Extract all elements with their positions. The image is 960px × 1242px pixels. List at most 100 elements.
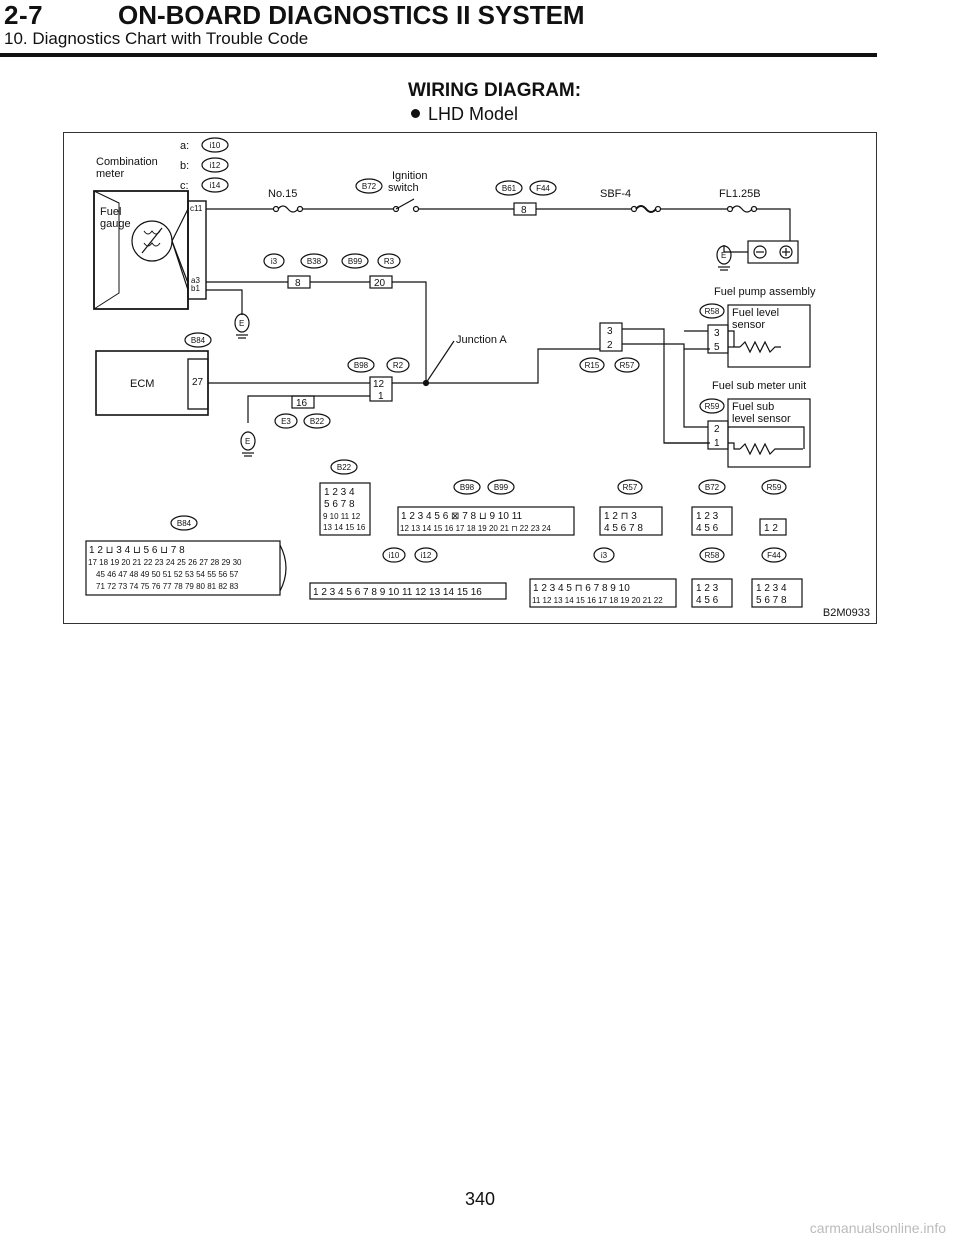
connector-block	[707, 324, 729, 354]
wire	[426, 348, 600, 384]
ground-badge	[234, 313, 250, 333]
pin-b1: b1	[191, 284, 200, 293]
fuse-terminal	[654, 205, 662, 213]
conn-r57: R57	[620, 361, 635, 370]
ground-badge	[716, 245, 732, 265]
grid-r59-row1: 1 2	[764, 523, 778, 534]
conn-r3: R3	[384, 257, 395, 266]
conn-badge	[699, 398, 725, 414]
ground-e-ecm: E	[245, 437, 250, 446]
conn-badge	[303, 413, 331, 429]
pin-5-r58: 5	[714, 342, 720, 353]
conn-r2: R2	[393, 361, 404, 370]
ground-e-meter: E	[239, 319, 244, 328]
grid-r58-row2: 4 5 6	[696, 595, 719, 606]
fuel-sub-resistor-icon	[739, 442, 803, 456]
conn-badge	[201, 157, 229, 173]
conn-badge	[614, 357, 640, 373]
conn-b61: B61	[502, 184, 517, 193]
junction-a-label: Junction A	[456, 334, 507, 346]
fuse-terminal	[750, 205, 758, 213]
conn-badge	[386, 357, 410, 373]
wire	[728, 442, 740, 450]
fuel-level-sensor-label-1: Fuel level	[732, 307, 779, 319]
switch-terminal	[392, 205, 400, 213]
fuel-gauge-label-2: gauge	[100, 218, 131, 230]
grid-r57-title: R57	[623, 483, 638, 492]
conn-badge	[414, 547, 438, 563]
ground-badge	[240, 431, 256, 451]
fuse-terminal	[296, 205, 304, 213]
fuel-pump-assembly-label: Fuel pump assembly	[714, 286, 816, 298]
section-code: 2-7	[4, 0, 44, 30]
conn-badge	[698, 479, 726, 495]
connector-face-r57	[599, 506, 663, 536]
conn-b84: B84	[191, 336, 206, 345]
fuel-level-sensor-label-2: sensor	[732, 319, 765, 331]
ignition-switch-label-2: switch	[388, 182, 419, 194]
conn-b72: B72	[362, 182, 377, 191]
junction-leader	[425, 340, 455, 384]
connector-face-b98	[397, 506, 575, 536]
meter-conn-c-label: c:	[180, 180, 189, 192]
ignition-switch-label-1: Ignition	[392, 170, 427, 182]
sbf4-fuse-icon	[635, 205, 657, 213]
meter-conn-a-code: i10	[210, 141, 221, 150]
conn-badge	[593, 547, 615, 563]
connector-face-i10	[309, 582, 507, 600]
pin-16: 16	[296, 398, 308, 409]
grid-r58-title: R58	[705, 551, 720, 560]
combination-meter-label-1: Combination	[96, 156, 158, 168]
ground-e-top: E	[721, 251, 726, 260]
sbf4-label: SBF-4	[600, 188, 631, 200]
connector-face-b72	[691, 506, 733, 536]
fl125b-fuse-icon	[731, 205, 753, 213]
fuel-sub-level-sensor-label-2: level sensor	[732, 413, 791, 425]
conn-badge	[330, 459, 358, 475]
grid-f44-row1: 1 2 3 4	[756, 583, 787, 594]
meter-conn-a-label: a:	[180, 140, 189, 152]
conn-badge	[355, 178, 383, 194]
grid-b98-row1: 1 2 3 4 5 6 ⊠ 7 8 ⊔ 9 10 11	[401, 511, 523, 522]
fuel-gauge-label-1: Fuel	[100, 206, 121, 218]
wire	[723, 245, 748, 253]
conn-badge	[761, 547, 787, 563]
wiring-diagram-svg: Combination meter a: i10 b: i12 c: i14 F…	[85, 137, 816, 608]
model-label: LHD Model	[428, 104, 519, 124]
conn-badge	[341, 253, 369, 269]
grid-f44-title: F44	[767, 551, 781, 560]
combination-meter-outline	[93, 190, 189, 310]
wire	[622, 328, 710, 444]
grid-r57-row1: 1 2 ⊓ 3	[604, 511, 637, 522]
grid-b84-row2: 17 18 19 20 21 22 23 24 25 26 27 28 29 3…	[88, 558, 242, 567]
conn-badge	[263, 253, 285, 269]
conn-badge	[699, 303, 725, 319]
fl125b-label: FL1.25B	[719, 188, 761, 200]
fuse-terminal	[272, 205, 280, 213]
gauge-wire	[171, 240, 189, 291]
grid-b72-row2: 4 5 6	[696, 523, 719, 534]
page-subtitle: 10. Diagnostics Chart with Trouble Code	[4, 29, 309, 48]
wire	[756, 208, 791, 241]
pin-3-r57: 3	[607, 326, 613, 337]
model-bullet: LHD Model	[411, 104, 518, 125]
pin-27: 27	[192, 377, 204, 388]
fuel-gauge-needle	[141, 227, 163, 254]
battery-minus-terminal	[753, 245, 767, 259]
meter-conn-b-label: b:	[180, 160, 189, 172]
conn-badge	[617, 479, 643, 495]
wire	[728, 330, 740, 348]
combination-meter-label-2: meter	[96, 168, 124, 180]
grid-r57-row2: 4 5 6 7 8	[604, 523, 643, 534]
meter-bezel	[93, 190, 120, 310]
conn-badge	[453, 479, 481, 495]
wiring-diagram: Combination meter a: i10 b: i12 c: i14 F…	[63, 132, 877, 624]
conn-r59: R59	[705, 402, 720, 411]
conn-badge	[495, 180, 523, 196]
meter-terminal-strip	[187, 200, 207, 300]
meter-conn-b-code: i12	[210, 161, 221, 170]
fuse-terminal	[726, 205, 734, 213]
grid-b22-row4: 13 14 15 16	[323, 523, 366, 532]
meter-conn-c-code: i14	[210, 181, 221, 190]
wire	[392, 281, 427, 383]
